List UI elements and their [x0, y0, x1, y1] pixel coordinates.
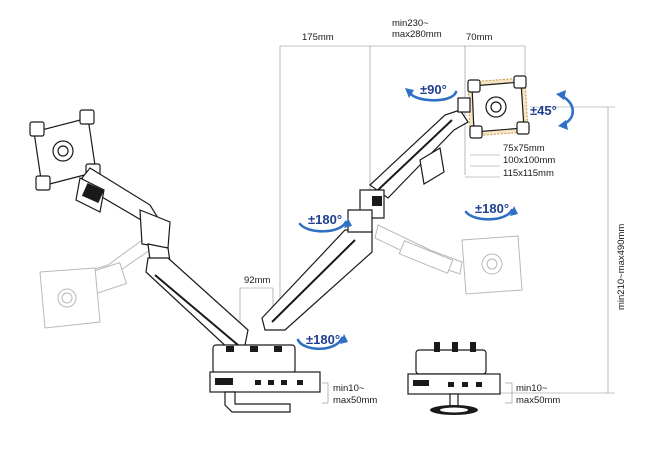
vesa-75-label: 75x75mm — [503, 143, 545, 154]
left-upper-arm — [75, 167, 171, 263]
swivel-arrow-upper-right — [464, 206, 518, 221]
height-range-label: min210~max490mm — [616, 224, 627, 310]
grommet-thickness-label: min10~max50mm — [516, 383, 560, 406]
vesa-100-label: 100x100mm — [503, 155, 555, 166]
clamp-base — [209, 344, 321, 413]
arm-span-label: 175mm — [302, 32, 334, 43]
rotation-90-label: ±90° — [420, 82, 447, 97]
grommet-base — [407, 342, 501, 415]
right-lower-arm — [261, 209, 373, 331]
left-lower-arm — [145, 257, 249, 351]
right-vesa-plate — [457, 75, 530, 139]
swivel-upper-left-label: ±180° — [308, 212, 342, 227]
swivel-arrow-base — [296, 334, 348, 351]
label-line: min10~ — [333, 383, 365, 394]
rotation-arrow-90 — [405, 88, 458, 102]
tilt-45-label: ±45° — [530, 103, 557, 118]
label-line: max50mm — [333, 395, 377, 406]
ghost-left-arm — [39, 237, 151, 329]
plate-offset-label: 70mm — [466, 32, 492, 43]
label-line: max50mm — [516, 395, 560, 406]
dimension-labels: 175mm min230~max280mm 70mm 75x75mm 100x1… — [244, 18, 627, 406]
label-line: min230~ — [392, 18, 429, 29]
rotation-labels: ±90° ±45° ±180° ±180° ±180° — [306, 82, 557, 347]
swivel-upper-right-label: ±180° — [475, 201, 509, 216]
right-upper-arm — [359, 109, 469, 219]
tilt-arrow-45 — [556, 90, 575, 130]
label-line: min10~ — [516, 383, 548, 394]
swivel-arrow-upper-left — [298, 218, 352, 233]
ghost-right-arm — [374, 224, 523, 295]
swivel-base-label: ±180° — [306, 332, 340, 347]
label-line: max280mm — [392, 29, 442, 40]
vesa-115-label: 115x115mm — [503, 168, 554, 179]
clamp-thickness-label: min10~max50mm — [333, 383, 377, 406]
left-vesa-plate — [29, 109, 101, 191]
arm-length-label: min230~max280mm — [392, 18, 442, 40]
pole-width-label: 92mm — [244, 275, 270, 286]
